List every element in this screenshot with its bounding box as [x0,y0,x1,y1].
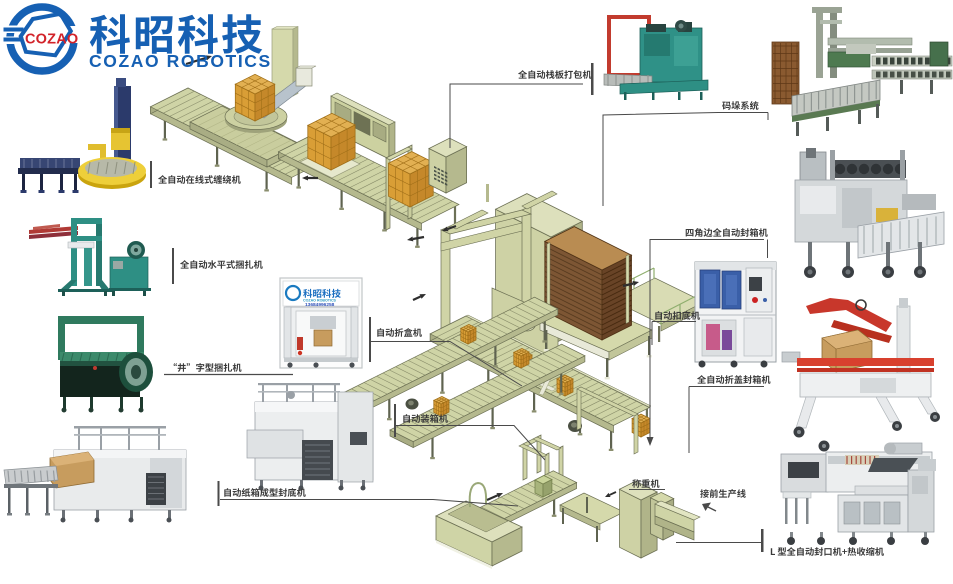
svg-text:COZAO ROBOTICS: COZAO ROBOTICS [89,51,272,71]
svg-text:COZAO ROBOTICS: COZAO ROBOTICS [303,299,337,303]
svg-text:13684996258: 13684996258 [305,302,335,308]
svg-text:COZAO: COZAO [25,32,78,48]
